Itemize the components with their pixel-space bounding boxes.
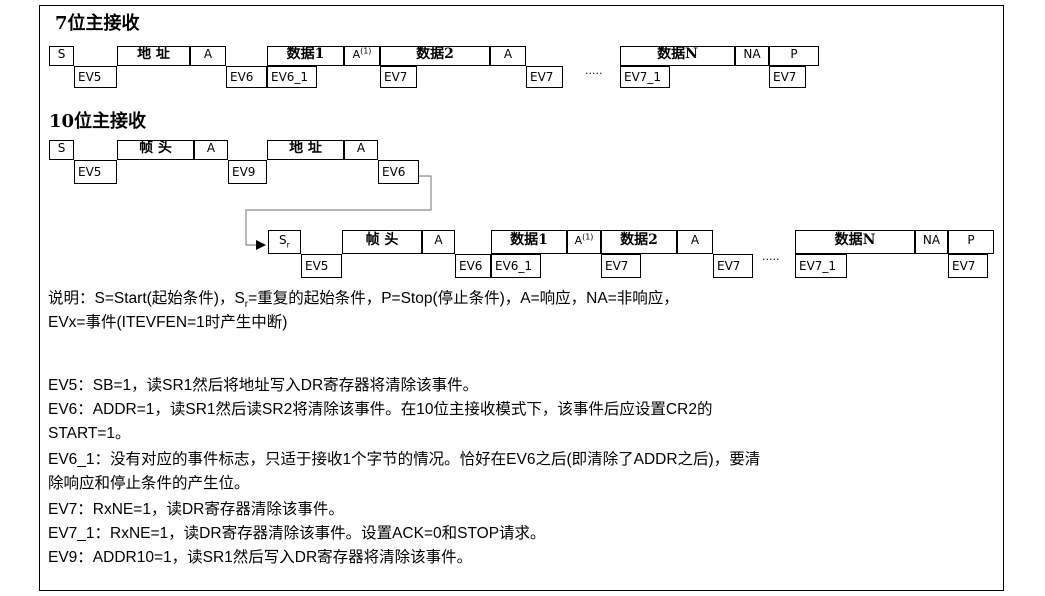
frame-data-2: 数据2 (601, 230, 677, 254)
legend-line-1: 说明：S=Start(起始条件)，Sr=重复的起始条件，P=Stop(停止条件)… (48, 289, 679, 314)
event-ev6-1: EV6_1 (267, 66, 317, 88)
frame-address: 地 址 (117, 46, 190, 66)
legend-line-2: EVx=事件(ITEVFEN=1时产生中断) (48, 314, 288, 331)
frame-data-1: 数据1 (491, 230, 567, 254)
event-ev7: EV7 (380, 66, 417, 88)
frame-ack: A (490, 46, 526, 66)
ack-footnote-mark: (1) (582, 232, 594, 242)
frame-data-n: 数据N (795, 230, 915, 254)
note-ev7: EV7：RxNE=1，读DR寄存器清除该事件。 (48, 501, 344, 518)
frame-data-1: 数据1 (267, 46, 344, 66)
note-ev7-1: EV7_1：RxNE=1，读DR寄存器清除该事件。设置ACK=0和STOP请求。 (48, 525, 546, 542)
legend-text-a: 说明：S=Start(起始条件)，S (48, 290, 245, 307)
sr-subscript: r (286, 240, 290, 250)
frame-repeated-start: Sr (268, 230, 301, 254)
title-10bit: 10位主接收 (49, 111, 147, 132)
event-ev7: EV7 (948, 254, 988, 278)
event-ev5: EV5 (74, 160, 117, 184)
sr-label: S (279, 233, 287, 247)
event-ev6: EV6 (226, 66, 267, 88)
event-ev7-1: EV7_1 (620, 66, 670, 88)
frame-nack: NA (735, 46, 769, 66)
event-ev5: EV5 (74, 66, 117, 88)
event-ev7: EV7 (526, 66, 563, 88)
frame-ack: A (677, 230, 713, 254)
diagram-frame (39, 5, 1004, 591)
note-ev6-1-line-2: 除响应和停止条件的产生位。 (48, 475, 250, 492)
legend-subscript: r (244, 299, 249, 311)
event-ev7-1: EV7_1 (795, 254, 847, 278)
frame-header: 帧 头 (117, 140, 194, 160)
event-ev9: EV9 (228, 160, 267, 184)
frame-stop: P (769, 46, 819, 66)
event-ev6: EV6 (455, 254, 491, 278)
frame-ack-note: A(1) (567, 230, 601, 254)
event-ev5: EV5 (301, 254, 342, 278)
legend-text-b: =重复的起始条件，P=Stop(停止条件)，A=响应，NA=非响应， (248, 290, 679, 307)
note-ev6-line-1: EV6：ADDR=1，读SR1然后读SR2将清除该事件。在10位主接收模式下，该… (48, 401, 713, 418)
ack-label: A (352, 48, 361, 61)
note-ev9: EV9：ADDR10=1，读SR1然后写入DR寄存器将清除该事件。 (48, 549, 473, 566)
frame-start: S (49, 46, 74, 66)
ellipsis: ..... (762, 250, 780, 263)
frame-address: 地 址 (267, 140, 344, 160)
event-ev7: EV7 (601, 254, 641, 278)
frame-header: 帧 头 (342, 230, 422, 254)
frame-ack: A (194, 140, 228, 160)
frame-nack: NA (915, 230, 948, 254)
event-ev7: EV7 (713, 254, 753, 278)
frame-ack: A (344, 140, 378, 160)
frame-ack: A (190, 46, 226, 66)
note-ev6-1-line-1: EV6_1：没有对应的事件标志，只适于接收1个字节的情况。恰好在EV6之后(即清… (48, 451, 761, 468)
note-ev6-line-2: START=1。 (48, 425, 131, 442)
event-ev6-1: EV6_1 (491, 254, 541, 278)
frame-ack-note: A(1) (344, 46, 380, 66)
frame-data-2: 数据2 (380, 46, 490, 66)
ellipsis: ..... (585, 64, 603, 77)
frame-ack: A (422, 230, 455, 254)
ack-footnote-mark: (1) (360, 46, 372, 56)
title-7bit: 7位主接收 (55, 13, 140, 34)
event-ev6: EV6 (378, 160, 419, 184)
frame-data-n: 数据N (620, 46, 735, 66)
event-ev7: EV7 (769, 66, 806, 88)
note-ev5: EV5：SB=1，读SR1然后将地址写入DR寄存器将清除该事件。 (48, 377, 479, 394)
ack-label: A (574, 234, 583, 247)
frame-stop: P (948, 230, 994, 254)
frame-start: S (49, 140, 74, 160)
